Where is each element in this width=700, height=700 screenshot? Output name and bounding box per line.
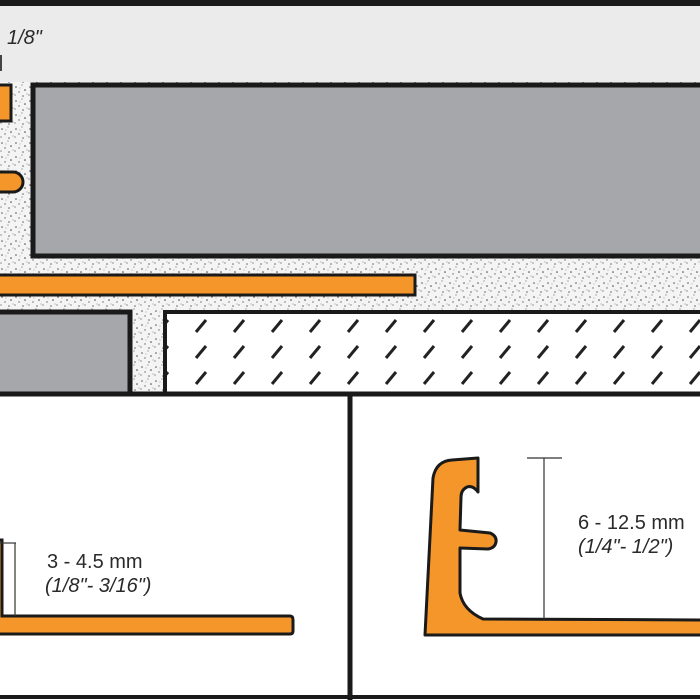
small-height-metric: 3 - 4.5 mm (47, 551, 143, 573)
installed-profile-nub (0, 170, 25, 194)
upper-tile (30, 82, 700, 259)
installed-profile-anchor-leg (0, 273, 417, 297)
joint-marker (0, 55, 2, 71)
small-profile-shape (0, 538, 295, 636)
top-band (0, 6, 700, 83)
large-height-metric: 6 - 12.5 mm (578, 512, 685, 534)
top-border (0, 0, 700, 6)
small-height-imperial: (1/8"- 3/16") (45, 575, 151, 597)
installed-profile-upright (0, 83, 13, 123)
joint-width-label: 1/8" (7, 27, 43, 49)
substrate (163, 310, 700, 400)
lower-tile (0, 309, 133, 401)
large-profile-shape (423, 456, 700, 637)
large-height-imperial: (1/4"- 1/2") (578, 536, 673, 558)
